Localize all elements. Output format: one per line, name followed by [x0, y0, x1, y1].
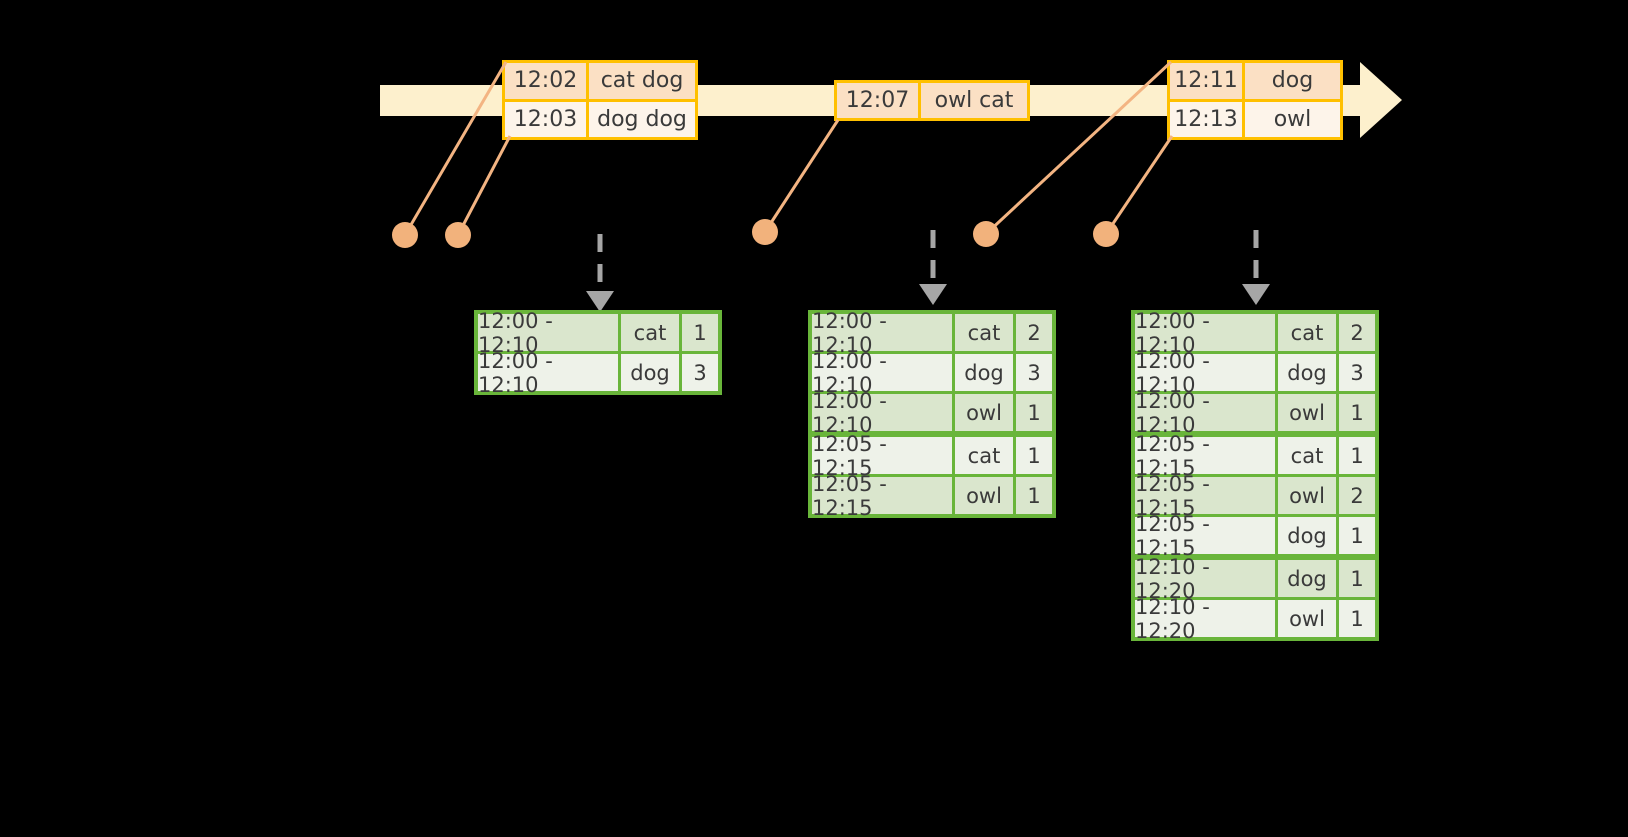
cell-window: 12:00 - 12:10 [812, 309, 952, 357]
event-row[interactable]: 12:03 dog dog [505, 98, 695, 137]
event-box-2[interactable]: 12:07 owl cat [834, 80, 1030, 121]
timeline-arrowhead [1360, 62, 1402, 138]
cell-count: 1 [682, 314, 718, 351]
cell-word: cat [955, 437, 1013, 474]
cell-word: owl [1278, 477, 1336, 514]
connector-line [1104, 135, 1174, 235]
event-value: dog [1245, 63, 1340, 99]
cell-count: 1 [1016, 437, 1052, 474]
table-row[interactable]: 12:10 - 12:20 dog 1 [1135, 555, 1375, 603]
cell-count: 1 [1016, 394, 1052, 431]
cell-window: 12:05 - 12:15 [812, 432, 952, 480]
cell-word: owl [1278, 600, 1336, 637]
cell-word: cat [955, 314, 1013, 351]
connector-line [456, 135, 512, 236]
cell-count: 1 [1016, 477, 1052, 514]
event-value: owl [1245, 101, 1340, 137]
table-row[interactable]: 12:05 - 12:15 owl 2 [1135, 472, 1375, 520]
cell-count: 2 [1339, 477, 1375, 514]
cell-count: 1 [1339, 517, 1375, 554]
cell-window: 12:00 - 12:10 [1135, 349, 1275, 397]
event-time: 12:02 [505, 63, 589, 99]
cell-word: cat [1278, 437, 1336, 474]
cell-count: 3 [682, 354, 718, 391]
result-table-1[interactable]: 12:00 - 12:10 cat 1 12:00 - 12:10 dog 3 [474, 309, 722, 397]
result-table-3[interactable]: 12:00 - 12:10 cat 2 12:00 - 12:10 dog 3 … [1131, 309, 1379, 643]
event-value: cat dog [589, 63, 695, 99]
table-row[interactable]: 12:00 - 12:10 cat 1 [478, 309, 718, 357]
cell-window: 12:05 - 12:15 [812, 472, 952, 520]
table-row[interactable]: 12:10 - 12:20 owl 1 [1135, 595, 1375, 643]
cell-word: owl [1278, 394, 1336, 431]
cell-word: dog [955, 354, 1013, 391]
event-time: 12:11 [1170, 63, 1245, 99]
cell-word: dog [621, 354, 679, 391]
cell-word: owl [955, 477, 1013, 514]
event-time: 12:13 [1170, 101, 1245, 137]
cell-word: dog [1278, 560, 1336, 597]
cell-count: 3 [1016, 354, 1052, 391]
cell-window: 12:05 - 12:15 [1135, 432, 1275, 480]
cell-window: 12:00 - 12:10 [812, 389, 952, 437]
flow-arrow-head [1242, 284, 1270, 305]
table-row[interactable]: 12:00 - 12:10 dog 3 [1135, 349, 1375, 397]
cell-word: cat [1278, 314, 1336, 351]
event-value: owl cat [921, 83, 1027, 118]
cell-count: 3 [1339, 354, 1375, 391]
connector-line [763, 119, 840, 233]
result-table-2[interactable]: 12:00 - 12:10 cat 2 12:00 - 12:10 dog 3 … [808, 309, 1056, 520]
cell-window: 12:00 - 12:10 [1135, 389, 1275, 437]
cell-word: cat [621, 314, 679, 351]
table-row[interactable]: 12:00 - 12:10 dog 3 [812, 349, 1052, 397]
flow-arrow-head [586, 291, 614, 312]
table-row[interactable]: 12:05 - 12:15 owl 1 [812, 472, 1052, 520]
event-row[interactable]: 12:07 owl cat [837, 83, 1027, 118]
cell-count: 2 [1016, 314, 1052, 351]
cell-window: 12:00 - 12:10 [478, 309, 618, 357]
event-time: 12:07 [837, 83, 921, 118]
event-box-3[interactable]: 12:11 dog 12:13 owl [1167, 60, 1343, 140]
cell-window: 12:00 - 12:10 [1135, 309, 1275, 357]
event-row[interactable]: 12:13 owl [1170, 98, 1340, 137]
cell-window: 12:10 - 12:20 [1135, 595, 1275, 643]
event-dot [445, 222, 471, 248]
cell-window: 12:00 - 12:10 [812, 349, 952, 397]
event-box-1[interactable]: 12:02 cat dog 12:03 dog dog [502, 60, 698, 140]
table-row[interactable]: 12:00 - 12:10 cat 2 [812, 309, 1052, 357]
event-dot [752, 219, 778, 245]
table-row[interactable]: 12:00 - 12:10 owl 1 [812, 389, 1052, 437]
cell-count: 2 [1339, 314, 1375, 351]
connector-line [403, 61, 508, 236]
cell-count: 1 [1339, 560, 1375, 597]
cell-window: 12:00 - 12:10 [478, 349, 618, 397]
event-row[interactable]: 12:02 cat dog [505, 63, 695, 99]
event-dot [973, 221, 999, 247]
event-dot [1093, 221, 1119, 247]
table-row[interactable]: 12:00 - 12:10 owl 1 [1135, 389, 1375, 437]
event-value: dog dog [589, 101, 695, 137]
cell-window: 12:10 - 12:20 [1135, 555, 1275, 603]
event-time: 12:03 [505, 101, 589, 137]
cell-count: 1 [1339, 394, 1375, 431]
table-row[interactable]: 12:05 - 12:15 cat 1 [812, 432, 1052, 480]
table-row[interactable]: 12:00 - 12:10 dog 3 [478, 349, 718, 397]
table-row[interactable]: 12:05 - 12:15 cat 1 [1135, 432, 1375, 480]
cell-window: 12:05 - 12:15 [1135, 512, 1275, 560]
cell-word: owl [955, 394, 1013, 431]
cell-word: dog [1278, 354, 1336, 391]
event-dot [392, 222, 418, 248]
cell-count: 1 [1339, 600, 1375, 637]
event-row[interactable]: 12:11 dog [1170, 63, 1340, 99]
connector-line [984, 60, 1173, 236]
flow-arrow-head [919, 284, 947, 305]
cell-window: 12:05 - 12:15 [1135, 472, 1275, 520]
cell-word: dog [1278, 517, 1336, 554]
cell-count: 1 [1339, 437, 1375, 474]
table-row[interactable]: 12:05 - 12:15 dog 1 [1135, 512, 1375, 560]
table-row[interactable]: 12:00 - 12:10 cat 2 [1135, 309, 1375, 357]
